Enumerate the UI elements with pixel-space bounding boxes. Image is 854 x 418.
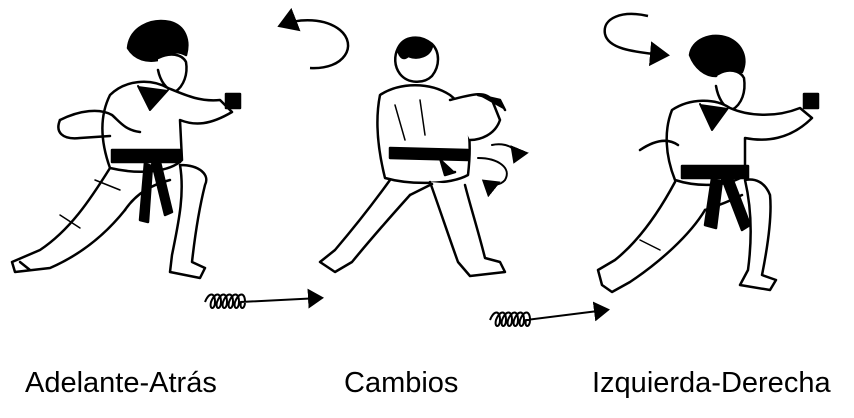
spiral-step-arrow-icon [205, 295, 320, 309]
spiral-step-arrow-icon-2 [490, 310, 606, 326]
caption-left-right: Izquierda-Derecha [592, 363, 831, 403]
fighter-changes-figure [320, 38, 516, 276]
fighter-left-right-figure [598, 36, 818, 292]
caption-forward-back: Adelante-Atrás [25, 363, 217, 403]
caption-changes: Cambios [344, 363, 458, 403]
fighter-forward-back-figure [12, 21, 240, 278]
rotation-arrow-icon-2 [605, 14, 665, 55]
rotation-arrow-icon [282, 20, 348, 68]
